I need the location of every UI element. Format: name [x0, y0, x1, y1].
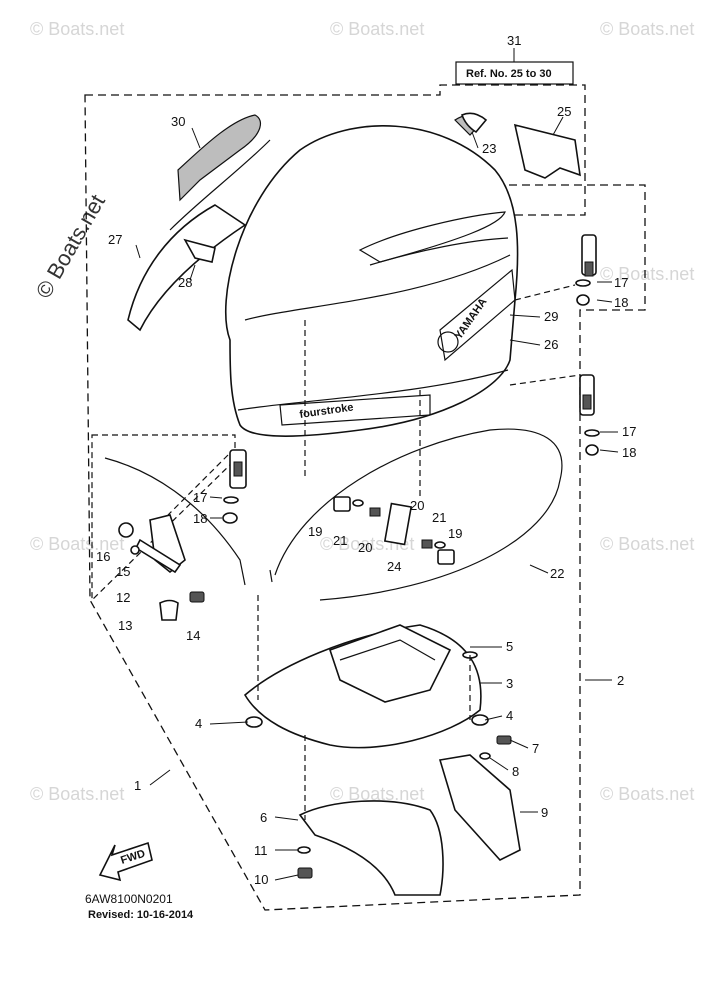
part-7-8-bolt [479, 735, 512, 760]
assembly-inner-outline [91, 434, 236, 602]
callout-31: 31 [507, 33, 521, 48]
callout-14: 14 [186, 628, 200, 643]
callout-2: 2 [617, 673, 624, 688]
watermark: © Boats.net [600, 784, 694, 804]
right-latch-upper [575, 234, 597, 306]
callout-18-lower: 18 [622, 445, 636, 460]
part-6-lower-panel [297, 800, 444, 896]
callout-1: 1 [134, 778, 141, 793]
callout-15: 15 [116, 564, 130, 579]
hinge-parts-19-24 [333, 496, 455, 565]
callout-4-right: 4 [506, 708, 513, 723]
part-28-bracket [183, 238, 216, 263]
part-25-label [513, 123, 581, 179]
callout-7: 7 [532, 741, 539, 756]
right-latch-lower [579, 374, 600, 456]
watermark: © Boats.net [30, 534, 124, 554]
callout-13: 13 [118, 618, 132, 633]
callout-21-right: 21 [432, 510, 446, 525]
watermark: © Boats.net [600, 19, 694, 39]
part-30-side-trim [169, 114, 271, 231]
reference-box-text: Ref. No. 25 to 30 [466, 68, 552, 80]
callout-5: 5 [506, 639, 513, 654]
part-9-side-panel [438, 754, 521, 861]
watermark: © Boats.net [600, 264, 694, 284]
part-3-bottom-cowling [243, 624, 489, 749]
assembly-boundary-outline [84, 84, 646, 911]
callout-17-left: 17 [193, 490, 207, 505]
callout-9: 9 [541, 805, 548, 820]
callout-8: 8 [512, 764, 519, 779]
callout-18-left: 18 [193, 511, 207, 526]
top-cowling: fourstroke YAMAHA [224, 114, 519, 437]
leader-lines [135, 48, 619, 881]
part-23-clip [460, 112, 488, 134]
callout-20-right: 20 [410, 498, 424, 513]
fwd-arrow: FWD [98, 841, 153, 882]
callout-25: 25 [557, 104, 571, 119]
callout-26: 26 [544, 337, 558, 352]
part-22-seal [269, 428, 563, 601]
callout-11: 11 [254, 843, 268, 858]
callout-24: 24 [387, 559, 401, 574]
part-27-side-panel [127, 204, 247, 332]
left-bracket-assembly [104, 457, 246, 621]
callout-22: 22 [550, 566, 564, 581]
callout-21-left: 21 [333, 533, 347, 548]
left-latch [222, 449, 247, 524]
copyright-watermark: © Boats.net [31, 190, 110, 302]
callout-17-lower: 17 [622, 424, 636, 439]
catalog-code: 6AW8100N0201 [85, 892, 173, 906]
callout-3: 3 [506, 676, 513, 691]
callout-18-upper: 18 [614, 295, 628, 310]
watermark: © Boats.net [600, 534, 694, 554]
watermark: © Boats.net [30, 784, 124, 804]
revised-date: Revised: 10-16-2014 [88, 909, 194, 921]
watermark: © Boats.net [30, 19, 124, 39]
callout-27: 27 [108, 232, 122, 247]
callout-12: 12 [116, 590, 130, 605]
callout-10: 10 [254, 872, 268, 887]
callout-19-left: 19 [308, 524, 322, 539]
callout-numbers: 31 30 25 23 27 28 17 18 29 26 17 18 17 1… [96, 33, 636, 887]
callout-17-upper: 17 [614, 275, 628, 290]
callout-30: 30 [171, 114, 185, 129]
callout-4-left: 4 [195, 716, 202, 731]
callout-16: 16 [96, 549, 110, 564]
callout-19-right: 19 [448, 526, 462, 541]
watermark: © Boats.net [330, 19, 424, 39]
callout-28: 28 [178, 275, 192, 290]
callout-6: 6 [260, 810, 267, 825]
callout-29: 29 [544, 309, 558, 324]
callout-20-left: 20 [358, 540, 372, 555]
watermark: © Boats.net [330, 784, 424, 804]
callout-23: 23 [482, 141, 496, 156]
